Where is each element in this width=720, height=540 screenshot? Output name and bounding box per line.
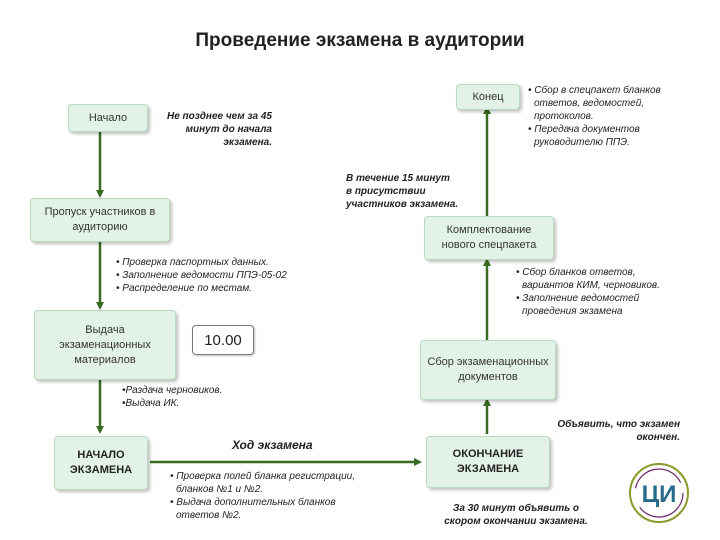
time-box: 10.00 — [192, 325, 254, 355]
exam-progress-heading: Ход экзамена — [232, 438, 313, 452]
start-box: Начало — [68, 104, 148, 132]
page-title: Проведение экзамена в аудитории — [195, 30, 525, 51]
packaging-box: Комплектование нового спецпакета — [424, 216, 554, 260]
note-collection-items: • Сбор бланков ответов, вариантов КИМ, ч… — [516, 267, 660, 317]
admission-box: Пропуск участников в аудиторию — [30, 198, 170, 242]
exam-end-box: ОКОНЧАНИЕ ЭКЗАМЕНА — [426, 436, 550, 488]
note-issue-items: •Раздача черновиков. •Выдача ИК. — [122, 385, 223, 409]
issue-box: Выдача экзаменационных материалов — [34, 310, 176, 380]
note-before-start: Не позднее чем за 45 минут до начала экз… — [166, 111, 272, 148]
exam-start-box: НАЧАЛО ЭКЗАМЕНА — [54, 436, 148, 490]
logo-icon: ЦИ — [629, 463, 689, 523]
note-announce-end: Объявить, что экзамен окончен. — [557, 419, 680, 443]
note-warn-30: За 30 минут объявить о скором окончании … — [444, 503, 588, 527]
end-box: Конец — [456, 84, 520, 110]
note-end-items: • Сбор в спецпакет бланков ответов, ведо… — [528, 85, 661, 148]
svg-text:ЦИ: ЦИ — [642, 481, 677, 508]
collection-box: Сбор экзаменационных документов — [420, 340, 556, 400]
note-admission-items: • Проверка паспортных данных. • Заполнен… — [116, 257, 287, 294]
note-progress-items: • Проверка полей бланка регистрации, бла… — [170, 471, 355, 521]
note-within-15: В течение 15 минут в присутствии участни… — [346, 173, 459, 210]
